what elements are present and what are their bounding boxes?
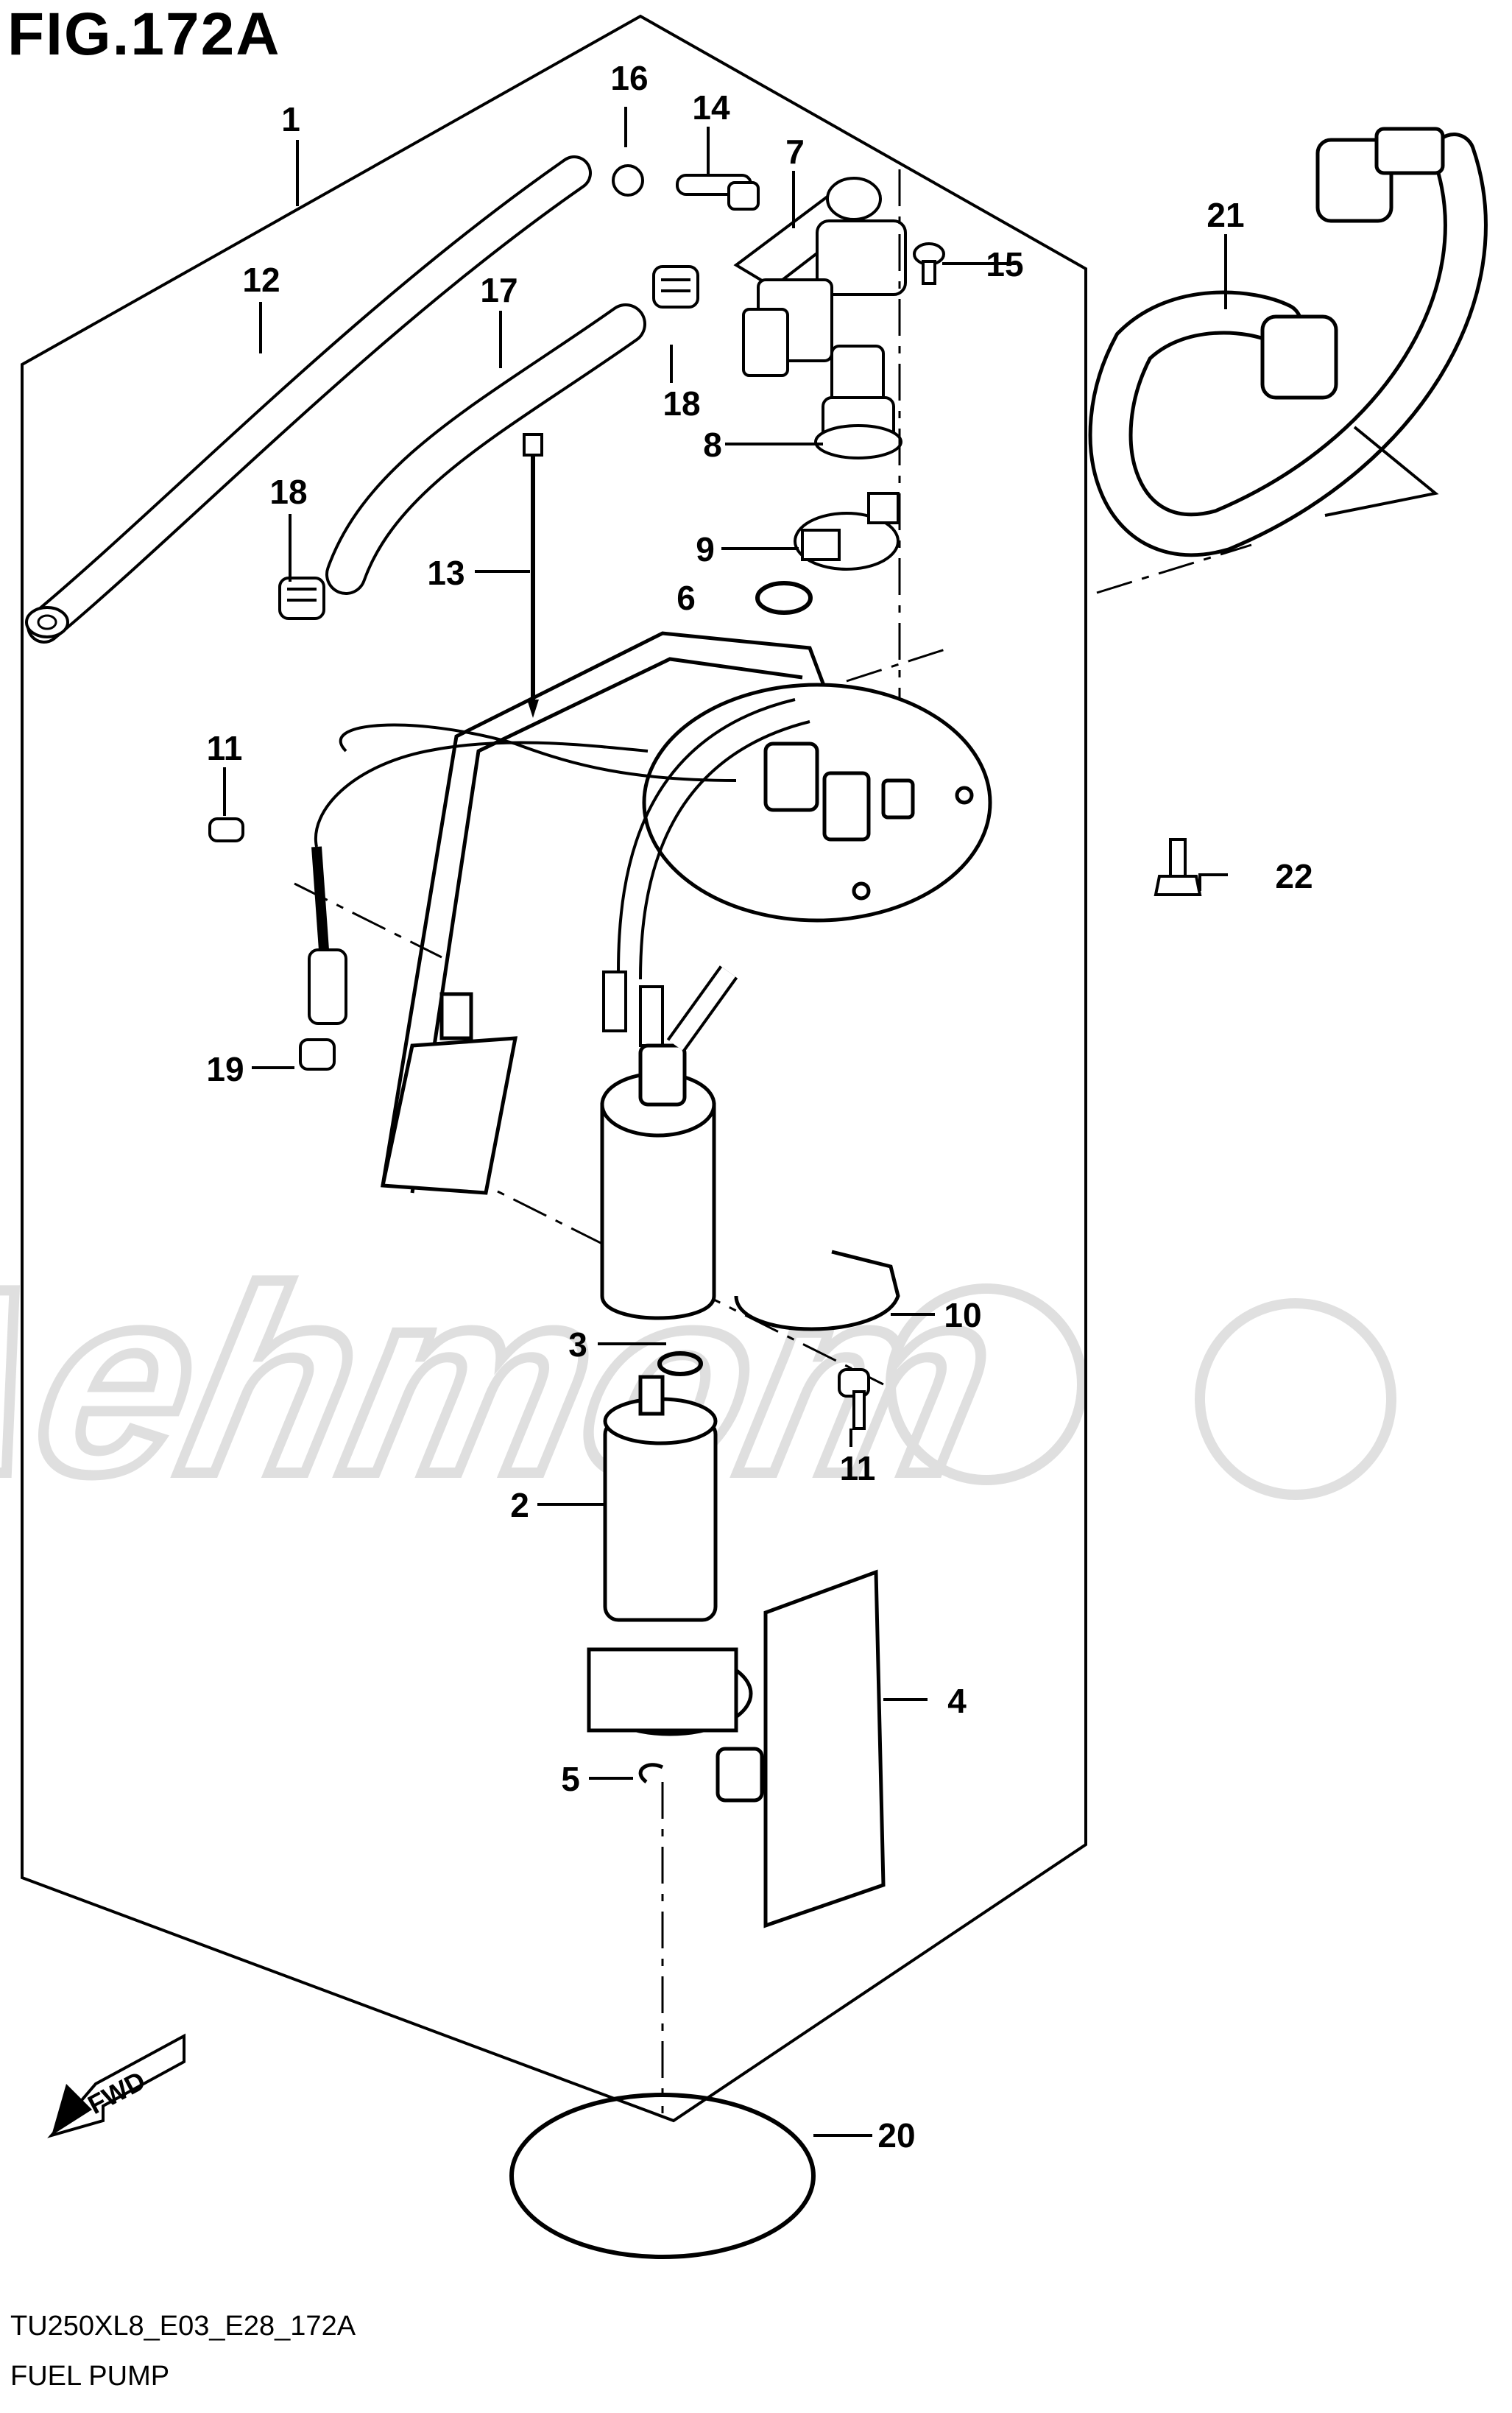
drawing-code: TU250XL8_E03_E28_172A (10, 2311, 356, 2342)
wiring-harness (308, 698, 810, 1047)
flange-bolt (1154, 838, 1202, 896)
callout-1: 1 (281, 100, 300, 138)
pressure-regulator (733, 177, 907, 377)
callout-18-lower: 18 (269, 473, 307, 511)
callout-6: 6 (676, 579, 696, 617)
cable-tie (523, 433, 543, 718)
callout-5: 5 (561, 1760, 580, 1798)
callout-9: 9 (696, 530, 715, 568)
pump-housing (600, 965, 738, 1320)
pump-bracket (380, 631, 834, 1195)
callout-16: 16 (610, 59, 648, 97)
callout-2: 2 (510, 1486, 529, 1524)
callout-7: 7 (785, 133, 805, 171)
callout-15: 15 (986, 245, 1023, 283)
callout-12: 12 (242, 261, 280, 299)
callout-4: 4 (947, 1682, 967, 1720)
o-ring-small (755, 581, 813, 615)
filter-holder (587, 1647, 764, 1803)
band-clamp (734, 1250, 900, 1331)
forward-arrow-icon: FWD (47, 2033, 186, 2138)
hose-connector (676, 174, 760, 211)
fuel-filter (763, 1569, 886, 1928)
callout-3: 3 (568, 1325, 587, 1364)
callout-11-upper: 11 (207, 729, 243, 767)
tank-flange (642, 683, 992, 923)
callout-11-lower: 11 (840, 1449, 876, 1487)
fuel-hose (325, 303, 646, 595)
callout-17: 17 (480, 271, 517, 309)
callout-10: 10 (944, 1296, 981, 1334)
callout-18-upper: 18 (663, 384, 700, 423)
clip (612, 164, 644, 197)
callout-leaders (223, 107, 1228, 2137)
fuel-feed-hose (1088, 127, 1488, 557)
callout-21: 21 (1207, 196, 1244, 234)
e-clip (638, 1763, 664, 1783)
callout-22: 22 (1275, 857, 1313, 895)
drawing-caption: FUEL PUMP (10, 2361, 170, 2392)
callout-labels: 1 2 3 4 5 6 7 8 9 10 11 11 12 13 14 15 1… (206, 59, 1313, 2155)
hose-clamp (278, 265, 699, 1071)
screw (208, 817, 870, 1430)
callout-8: 8 (703, 426, 722, 464)
callout-14: 14 (692, 88, 730, 127)
o-ring-pump (657, 1351, 703, 1376)
figure-title: FIG.172A (7, 1, 281, 68)
assembly-boundary (21, 14, 1087, 2123)
callout-20: 20 (877, 2116, 915, 2155)
callout-13: 13 (427, 554, 464, 592)
screw (913, 242, 945, 285)
check-valve (814, 345, 902, 459)
valve-clamp (794, 492, 900, 571)
fuel-pump (603, 1375, 718, 1622)
flange-gasket (509, 2093, 816, 2259)
callout-19: 19 (206, 1050, 244, 1088)
breather-hose (25, 155, 592, 644)
